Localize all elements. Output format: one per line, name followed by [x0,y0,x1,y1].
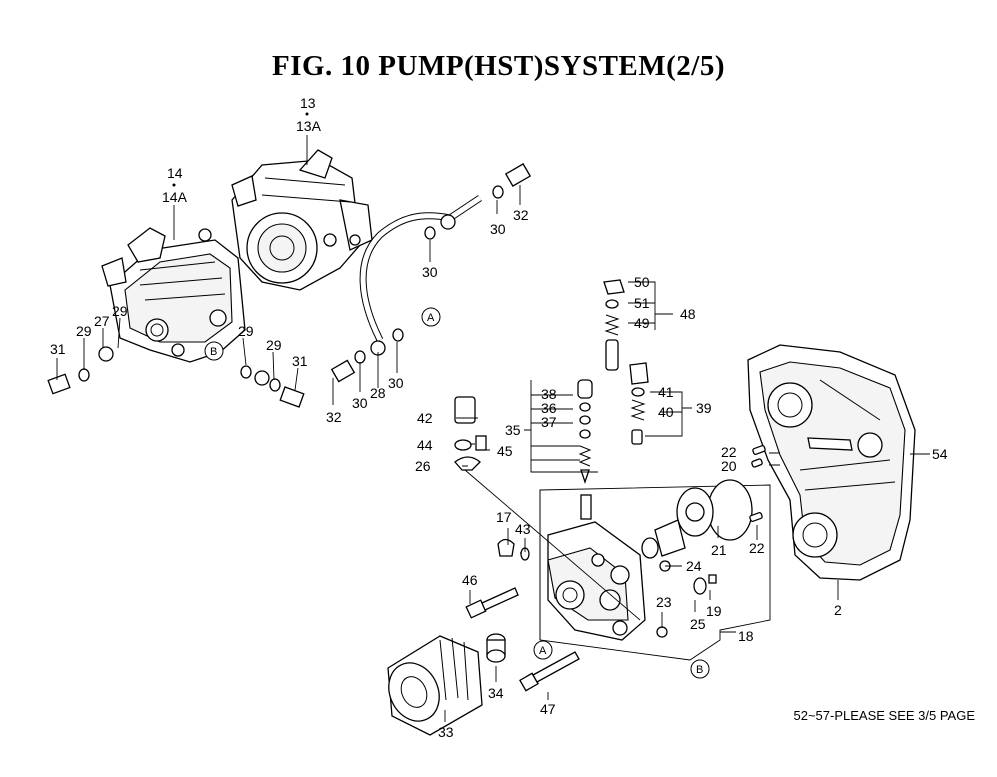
callout-31-right: 31 [292,353,308,369]
callout-30-upper-b: 30 [490,221,506,237]
hydraulic-pipes [98,195,482,406]
callout-19: 19 [706,603,722,619]
valve-kit-39 [629,362,649,445]
svg-text:B: B [210,346,217,358]
svg-text:A: A [427,312,435,324]
callout-18: 18 [738,628,754,644]
fittings-and-orings [47,163,532,408]
bolts-and-filter [387,587,580,736]
valve-kit-35 [454,379,593,485]
callout-49: 49 [634,315,650,331]
callout-28: 28 [370,385,386,401]
callout-26: 26 [415,458,431,474]
callout-27: 27 [94,313,110,329]
callout-51: 51 [634,295,650,311]
callout-14: 14 [167,165,183,181]
callout-37: 37 [541,414,557,430]
valve-kit-48 [603,279,625,371]
block-outline [539,484,771,661]
hst-pump-left [101,227,246,363]
ref-marker-b-lower [690,659,710,679]
callout-22-top: 22 [721,444,737,460]
callout-31-left: 31 [50,341,66,357]
callout-29-mid: 29 [112,303,128,319]
callout-20: 20 [721,458,737,474]
callout-17: 17 [496,509,512,525]
callout-13: 13 [300,95,316,111]
dowel-pins [749,445,766,522]
callout-29-right-a: 29 [238,323,254,339]
callout-13a: 13A [296,118,322,134]
figure-title: FIG. 10 PUMP(HST)SYSTEM(2/5) [271,50,726,82]
callout-54: 54 [932,446,948,462]
callout-50: 50 [634,274,650,290]
callout-38: 38 [541,386,557,402]
callout-32-upper: 32 [513,207,529,223]
callout-41: 41 [658,384,674,400]
transmission-housing [747,344,916,581]
callout-25: 25 [690,616,706,632]
callout-44: 44 [417,437,433,453]
callout-29-right-b: 29 [266,337,282,353]
callout-34: 34 [488,685,504,701]
callout-39: 39 [696,400,712,416]
footer-note: 52~57-PLEASE SEE 3/5 PAGE [793,708,975,723]
svg-text:B: B [696,664,703,676]
callout-22-bottom: 22 [749,540,765,556]
callout-33: 33 [438,724,454,740]
callout-35: 35 [505,422,521,438]
callout-36: 36 [541,400,557,416]
callout-42: 42 [417,410,433,426]
callout-14a: 14A [162,189,188,205]
callout-numbers: 13 13A 14 14A 31 29 27 29 29 29 31 32 30… [50,95,948,740]
callout-21: 21 [711,542,727,558]
callout-46: 46 [462,572,478,588]
callout-30-lower-a: 30 [352,395,368,411]
callout-30-upper-a: 30 [422,264,438,280]
ref-marker-a-lower [533,640,553,660]
reference-markers: A B A B [204,307,710,679]
callout-43: 43 [515,521,531,537]
callout-23: 23 [656,594,672,610]
callout-2: 2 [834,602,842,618]
callout-32-lower: 32 [326,409,342,425]
callout-30-lower-b: 30 [388,375,404,391]
hst-pump-upper [231,149,373,291]
callout-24: 24 [686,558,702,574]
center-valve-block [547,494,646,641]
callout-29-left: 29 [76,323,92,339]
callout-47: 47 [540,701,556,717]
ref-marker-a-upper [421,307,441,327]
ref-marker-b-left [204,341,224,361]
callout-40: 40 [658,404,674,420]
block-leader [464,469,641,640]
svg-text:A: A [539,645,547,657]
callout-45: 45 [497,443,513,459]
callout-48: 48 [680,306,696,322]
charge-pump-parts [497,479,753,638]
leader-lines [56,135,930,722]
